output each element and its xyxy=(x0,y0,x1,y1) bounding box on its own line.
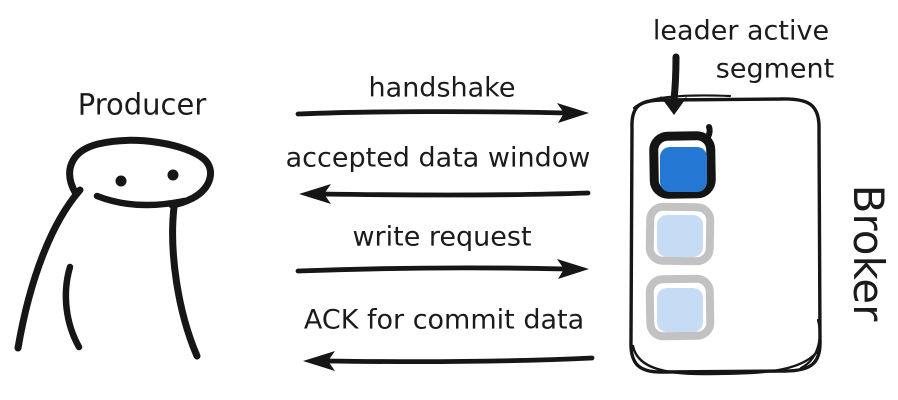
message-label-accepted-data-window: accepted data window xyxy=(285,142,591,174)
arrow-accepted-line xyxy=(319,190,591,198)
leader-pointer-arrow xyxy=(660,53,687,115)
broker-box-sketch-bottom xyxy=(631,344,819,376)
leader-pointer-line xyxy=(670,53,680,104)
arrow-write-head xyxy=(557,259,589,279)
leader-annotation-line1: leader active xyxy=(652,15,830,47)
segment-active-corner-flick xyxy=(704,124,713,142)
producer-front-line xyxy=(169,203,201,360)
arrow-accepted-data-window xyxy=(299,184,591,204)
arrow-ack-head xyxy=(303,351,335,371)
arrow-ack-line xyxy=(322,355,595,364)
arrow-handshake-line xyxy=(295,109,569,117)
producer-figure xyxy=(14,136,215,360)
arrow-write-request xyxy=(295,259,589,279)
leader-annotation-line2: segment xyxy=(715,53,835,85)
message-label-ack-commit: ACK for commit data xyxy=(303,304,585,336)
segment-inactive-2 xyxy=(645,274,715,341)
producer-head-outline xyxy=(66,136,215,209)
segment-active xyxy=(649,124,716,199)
arrow-write-line xyxy=(295,265,569,274)
segment-inactive-2-fill xyxy=(657,288,703,332)
producer-label: Producer xyxy=(77,87,207,122)
arrow-ack-commit xyxy=(303,351,595,371)
segment-inactive-1-fill xyxy=(657,215,703,257)
producer-mouth xyxy=(93,192,188,209)
leader-pointer-head xyxy=(660,96,687,115)
producer-left-eye xyxy=(115,175,127,187)
broker-label: Broker xyxy=(844,184,893,322)
producer-arm-line xyxy=(62,263,83,351)
arrow-accepted-head xyxy=(299,184,331,204)
arrow-handshake-head xyxy=(557,103,589,123)
producer-back-line xyxy=(14,186,84,352)
segment-inactive-1 xyxy=(645,202,715,266)
message-label-handshake: handshake xyxy=(368,72,516,104)
segment-active-fill xyxy=(660,147,707,192)
arrow-handshake xyxy=(295,103,589,123)
message-label-write-request: write request xyxy=(352,221,532,253)
broker-box-sketch-right xyxy=(799,318,821,370)
producer-right-eye xyxy=(167,169,179,181)
broker-box-sketch-top xyxy=(632,94,732,110)
